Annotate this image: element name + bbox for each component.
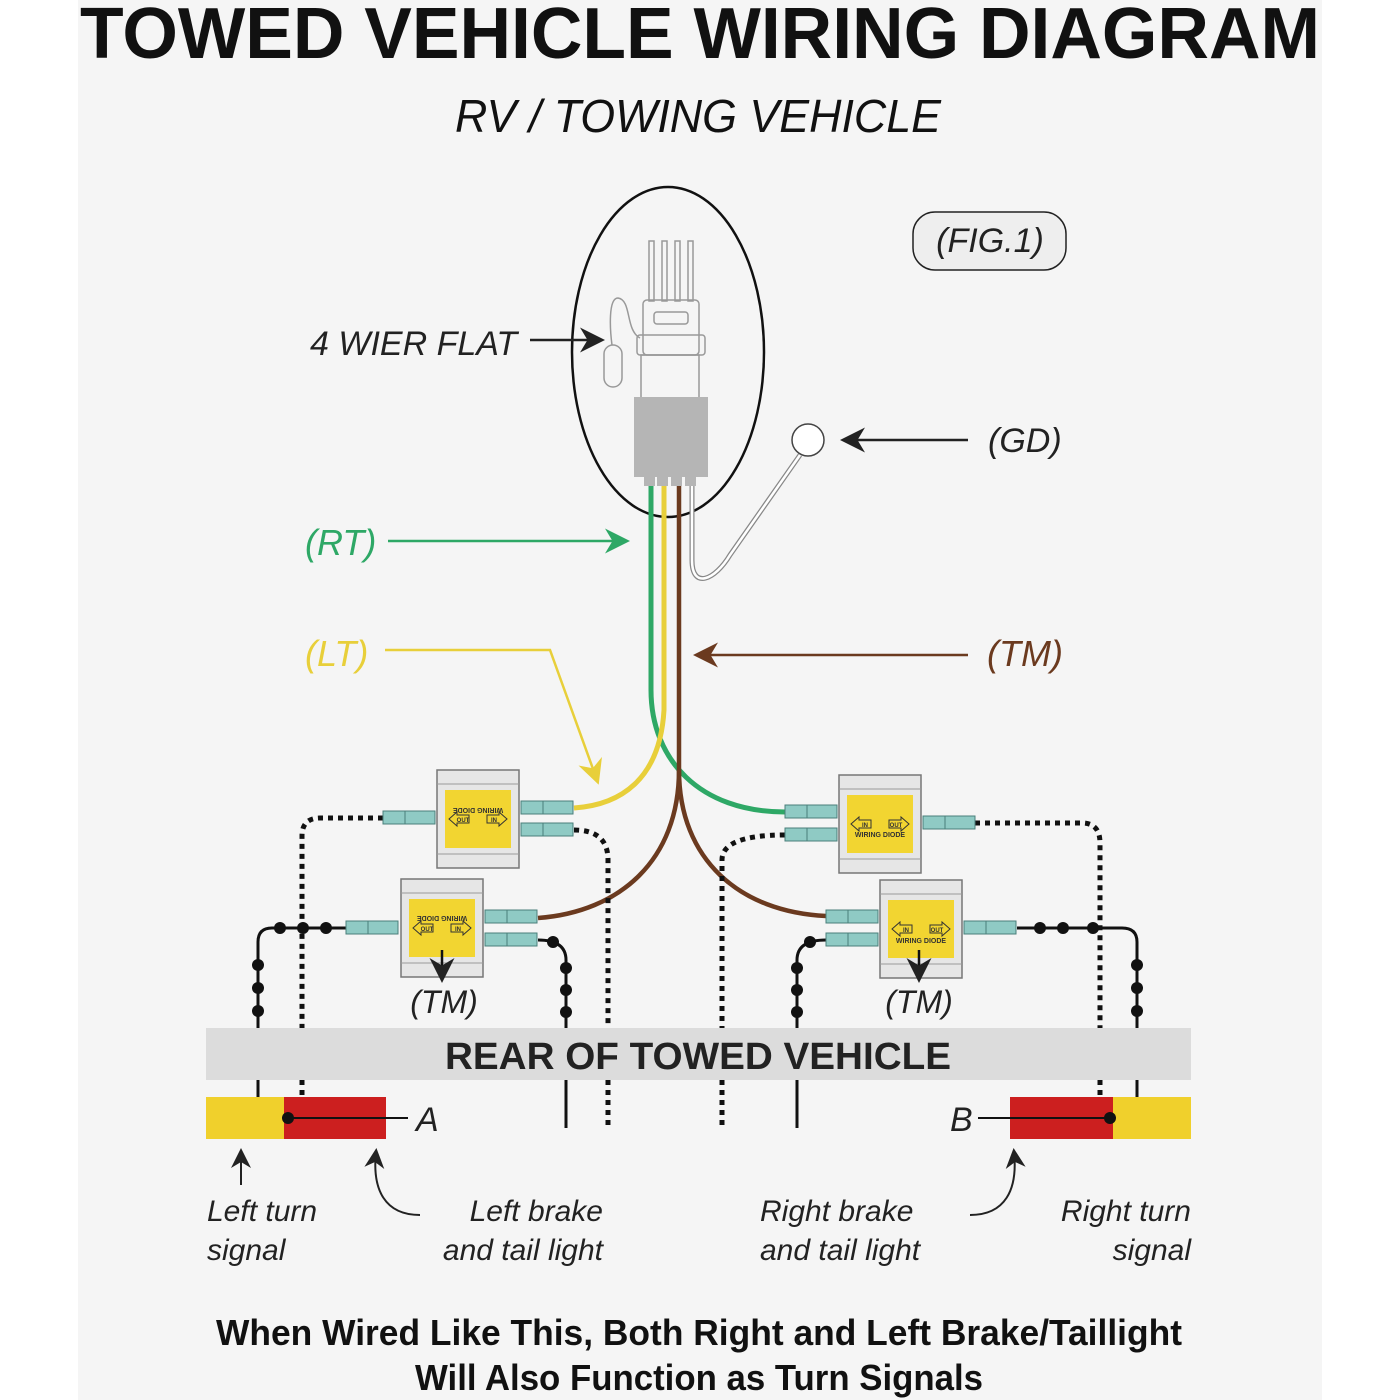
- connector-pins: [644, 476, 696, 486]
- left-brake-label-1: Left brake: [470, 1195, 603, 1228]
- right-turn-label-1: Right turn: [1061, 1195, 1191, 1228]
- diode-in-label: IN: [862, 823, 868, 829]
- svg-text:WIRING DIODE: WIRING DIODE: [855, 832, 905, 839]
- left-turn-light: [206, 1097, 284, 1139]
- tm-left-label: (TM): [410, 984, 478, 1020]
- gd-label: (GD): [988, 422, 1062, 460]
- green-rt-wire: [648, 486, 786, 815]
- marker-a: A: [414, 1101, 439, 1139]
- rear-bar-label: REAR OF TOWED VEHICLE: [445, 1036, 951, 1078]
- right-brake-pointer: [969, 1148, 1026, 1216]
- connector-housing: [634, 397, 708, 477]
- left-turn-label-1: Left turn: [207, 1195, 317, 1228]
- lt-arrow: [385, 648, 602, 785]
- left-turn-label-2: signal: [207, 1234, 287, 1267]
- ground-ring-terminal: [791, 423, 825, 457]
- brown-tm-wire-right: [676, 769, 827, 919]
- diode-out-label: OUT: [457, 818, 470, 824]
- tm-right-label: (TM): [885, 984, 953, 1020]
- four-wire-flat-connector: [603, 240, 706, 401]
- diode-in-label: IN: [491, 818, 497, 824]
- footer-line-1: When Wired Like This, Both Right and Lef…: [216, 1312, 1182, 1353]
- figure-badge: (FIG.1): [912, 211, 1067, 271]
- marker-b: B: [950, 1101, 973, 1139]
- right-brake-label-2: and tail light: [760, 1234, 922, 1267]
- diode-lower-left: WIRING DIODE OUT IN: [345, 878, 538, 978]
- diode-in-label: IN: [455, 927, 461, 933]
- diode-out-label: OUT: [890, 823, 903, 829]
- footer-line-2: Will Also Function as Turn Signals: [415, 1357, 983, 1398]
- background-panel: [78, 0, 1322, 1400]
- beaded-wires: [256, 926, 1139, 1128]
- svg-text:WIRING DIODE: WIRING DIODE: [417, 914, 467, 921]
- yellow-lt-wire: [573, 486, 667, 811]
- right-turn-light: [1113, 1097, 1191, 1139]
- diagram-subtitle: RV / TOWING VEHICLE: [455, 90, 942, 142]
- diagram-title: TOWED VEHICLE WIRING DIAGRAM: [80, 0, 1320, 74]
- wire-beads: [252, 922, 1143, 1018]
- svg-text:WIRING DIODE: WIRING DIODE: [896, 938, 946, 945]
- rear-of-vehicle-bar: [206, 1028, 1191, 1080]
- svg-text:WIRING DIODE: WIRING DIODE: [453, 806, 503, 813]
- lt-label: (LT): [305, 633, 368, 674]
- connector-callout-ellipse: [570, 185, 766, 519]
- diode-out-label: OUT: [421, 927, 434, 933]
- left-brake-pointer: [364, 1148, 421, 1216]
- diode-upper-right: WIRING DIODE IN OUT: [784, 774, 976, 874]
- diode-upper-left: WIRING DIODE OUT IN: [382, 769, 574, 869]
- connector-label: 4 WIER FLAT: [310, 325, 519, 363]
- diode-lower-right: WIRING DIODE IN OUT: [825, 879, 1017, 979]
- right-brake-label-1: Right brake: [760, 1195, 913, 1228]
- left-brake-label-2: and tail light: [443, 1234, 605, 1267]
- diode-out-label: OUT: [931, 928, 944, 934]
- tm-label: (TM): [987, 633, 1063, 674]
- diode-in-label: IN: [903, 928, 909, 934]
- rt-label: (RT): [305, 522, 376, 563]
- dotted-wires: [299, 815, 1103, 1125]
- svg-text:(FIG.1): (FIG.1): [936, 222, 1044, 260]
- right-turn-label-2: signal: [1113, 1234, 1193, 1267]
